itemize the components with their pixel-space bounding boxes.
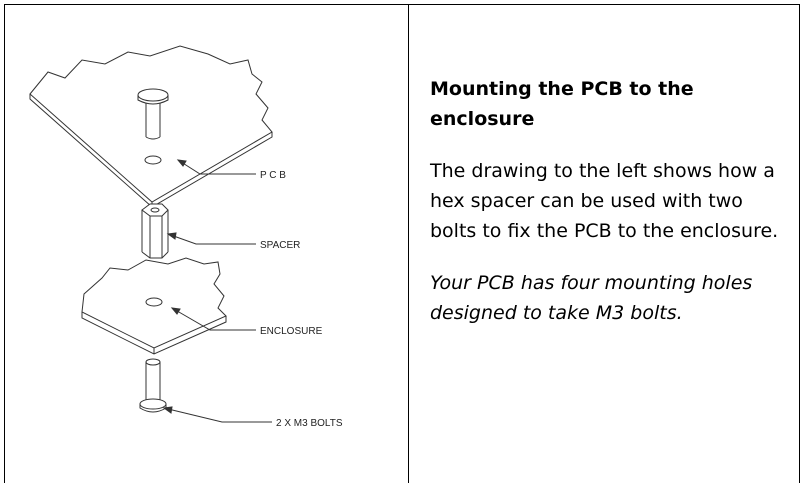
column-divider (408, 4, 409, 483)
description-cell: Mounting the PCB to the enclosure The dr… (430, 74, 792, 350)
table-frame (4, 4, 800, 483)
bottom-bolt (139, 358, 167, 413)
hex-spacer (141, 203, 169, 259)
description-paragraph: The drawing to the left shows how a hex … (430, 160, 779, 242)
pcb-plate (29, 45, 273, 208)
pcb-mounting-drawing: P C B SPACER ENCLOSURE 2 X M3 BOLTS (10, 12, 408, 478)
exploded-assembly-diagram: P C B SPACER ENCLOSURE 2 X M3 BOLTS (29, 45, 343, 429)
mounting-holes-note: Your PCB has four mounting holes designe… (430, 272, 753, 324)
bolts-label: 2 X M3 BOLTS (276, 418, 343, 429)
top-bolt (137, 88, 169, 140)
enclosure-plate (81, 257, 227, 355)
enclosure-label: ENCLOSURE (260, 326, 323, 337)
section-heading: Mounting the PCB to the enclosure (430, 78, 694, 130)
pcb-label: P C B (260, 170, 286, 181)
spacer-label: SPACER (260, 240, 300, 251)
